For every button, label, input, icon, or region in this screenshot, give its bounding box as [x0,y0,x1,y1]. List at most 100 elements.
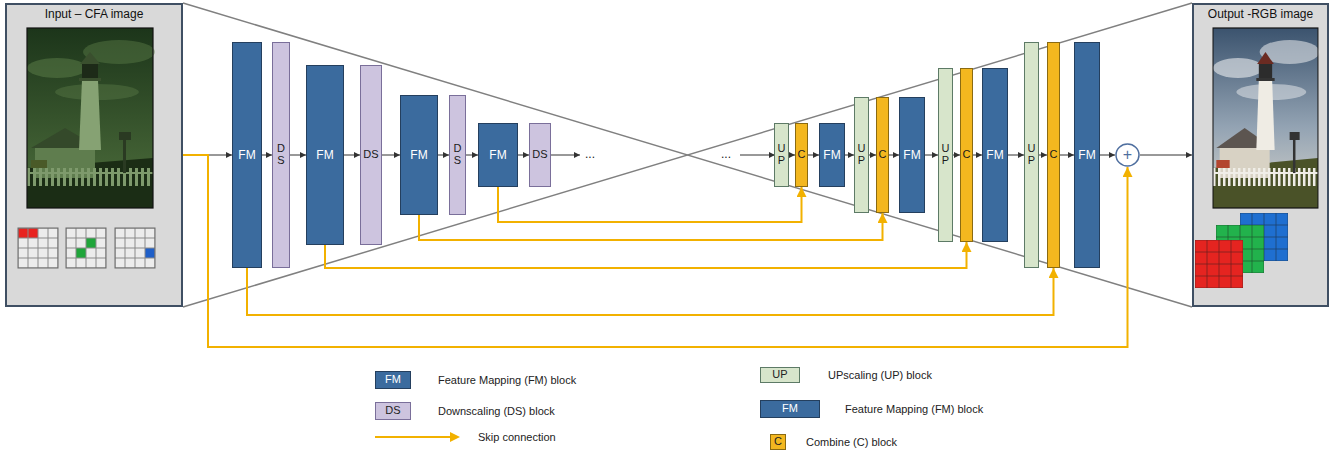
flow-arrow [845,155,854,156]
hourglass-outline [183,3,1192,307]
legend-swatch-label: UP [772,369,787,381]
panel-title: Output -RGB image [1208,8,1313,21]
flow-arrow [869,155,876,156]
rgb-image [1213,28,1320,208]
block-label: U P [939,143,952,166]
bayer-blue-pattern [115,228,155,268]
flow-arrow [808,155,819,156]
block-label: DS [532,149,547,161]
flow-arrow [953,155,960,156]
legend-text: Feature Mapping (FM) block [438,374,576,387]
downscaling-block: DS [360,65,382,245]
legend-swatch: FM [375,371,411,389]
block-label: C [879,149,887,161]
legend-swatch-label: DS [385,405,400,417]
legend-line [375,436,451,438]
feature-mapping-block: FM [306,65,344,245]
upscaling-block: U P [938,68,953,242]
red-channel-grid [1195,240,1243,288]
flow-arrow [290,155,306,156]
block-label: D S [273,143,289,166]
combine-block: C [795,123,808,187]
feature-mapping-block: FM [899,97,925,213]
skip-connection [247,268,1054,315]
cfa-image [27,28,155,208]
flow-arrow [1039,155,1047,156]
downscaling-block: D S [272,42,290,268]
combine-block: C [876,97,889,213]
feature-mapping-block: FM [982,68,1008,242]
skip-connection [498,187,802,222]
legend-arrowhead [450,432,460,442]
flow-arrow [1060,155,1074,156]
legend-swatch: DS [375,402,411,420]
feature-mapping-block: FM [400,95,438,215]
flow-arrow [466,155,478,156]
flow-arrow [889,155,899,156]
sum-node: + [1115,143,1140,167]
block-label: FM [903,149,920,162]
legend-text: Feature Mapping (FM) block [845,403,983,416]
panel-ground [1192,3,1329,307]
skip-connection [419,213,883,240]
block-label: FM [1078,149,1095,162]
block-label: D S [450,143,465,166]
ellipsis-label: ... [719,147,733,161]
combine-block: C [960,68,973,242]
block-label: FM [489,149,506,162]
legend-swatch: C [770,434,786,450]
legend-text: Combine (C) block [806,436,897,449]
flow-arrow [1100,155,1115,156]
block-label: U P [1025,143,1038,166]
legend-swatch: FM [760,400,820,418]
downscaling-block: D S [449,95,466,215]
bayer-red-pattern [18,228,58,268]
combine-block: C [1047,42,1060,268]
feature-mapping-block: FM [478,123,518,187]
feature-mapping-block: FM [819,123,845,187]
upscaling-block: U P [854,97,869,213]
block-label: C [798,149,806,161]
block-label: C [963,149,971,161]
flow-arrow [344,155,360,156]
legend-swatch-label: FM [782,403,798,415]
block-label: DS [363,149,378,161]
upscaling-block: U P [1024,42,1039,268]
flow-arrow [1140,155,1192,156]
legend-text: Downscaling (DS) block [438,405,555,418]
legend-swatch-label: C [774,436,782,448]
panel-title: Input – CFA image [45,8,144,21]
image-panel: Input – CFA image [5,3,183,307]
block-label: U P [775,143,788,166]
panel-ground [5,3,183,307]
ellipsis-label: ... [583,147,597,161]
legend-line-sample [375,430,475,444]
sum-circle-outline [1116,144,1139,166]
skip-connection [325,242,967,268]
upscaling-block: U P [774,123,789,187]
image-panel: Output -RGB image [1192,3,1329,307]
block-label: + [1123,147,1132,164]
legend-text: Skip connection [478,431,556,444]
flow-arrow [262,155,272,156]
block-label: FM [410,149,427,162]
flow-arrow [438,155,449,156]
downscaling-block: DS [529,123,551,187]
feature-mapping-block: FM [1074,42,1100,268]
block-label: FM [823,149,840,162]
block-label: C [1050,149,1058,161]
flow-arrow [973,155,982,156]
block-label: U P [855,143,868,166]
flow-arrow [1008,155,1024,156]
block-label: FM [986,149,1003,162]
legend-swatch-label: FM [385,374,401,386]
block-label: FM [316,149,333,162]
block-label: FM [238,149,255,162]
legend-swatch: UP [760,367,800,383]
bayer-green-pattern [66,228,106,268]
flow-arrow [925,155,938,156]
flow-arrow [382,155,400,156]
feature-mapping-block: FM [232,42,262,268]
